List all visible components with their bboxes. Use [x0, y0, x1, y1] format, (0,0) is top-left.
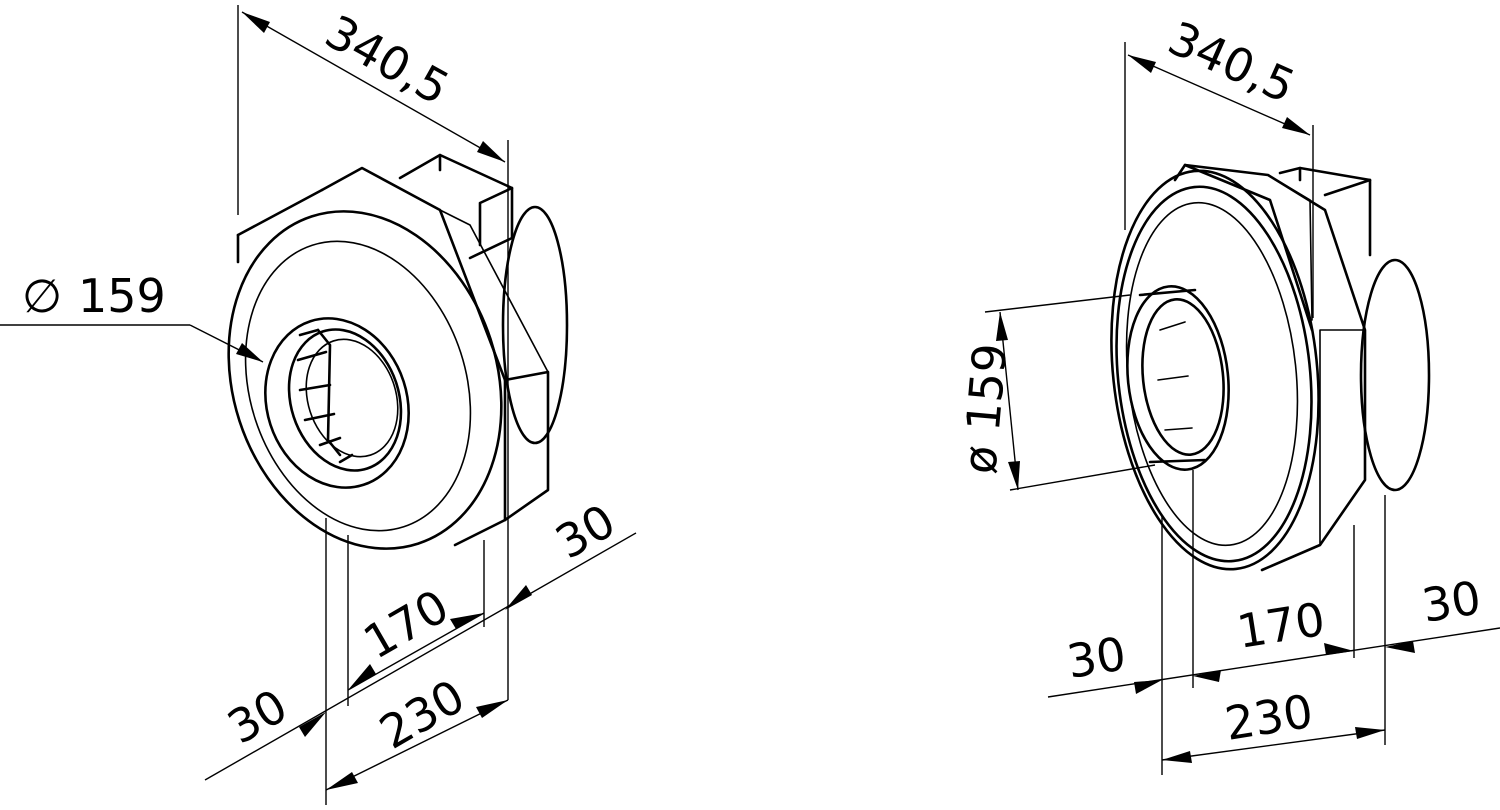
- right-right-flange-label: 30: [1418, 570, 1484, 632]
- right-left-flange-label: 30: [1063, 626, 1129, 688]
- right-fan-view: 340,5 ø 159 30 170 30 230: [952, 11, 1500, 775]
- left-right-flange-label: 30: [547, 493, 625, 569]
- right-top-length-label: 340,5: [1161, 11, 1303, 114]
- left-top-length-label: 340,5: [317, 4, 458, 115]
- right-diameter-label: ø 159: [952, 341, 1017, 476]
- left-body-length-label: 170: [355, 579, 458, 670]
- left-diameter-value: 159: [78, 269, 166, 323]
- left-left-flange-label: 30: [219, 678, 297, 754]
- left-fan-view: 340,5 ∅ 159 30 170 30 230: [0, 4, 637, 805]
- right-body-length-label: 170: [1233, 592, 1328, 659]
- left-total-length-label: 230: [371, 669, 474, 760]
- left-diameter-symbol: ∅: [22, 269, 62, 323]
